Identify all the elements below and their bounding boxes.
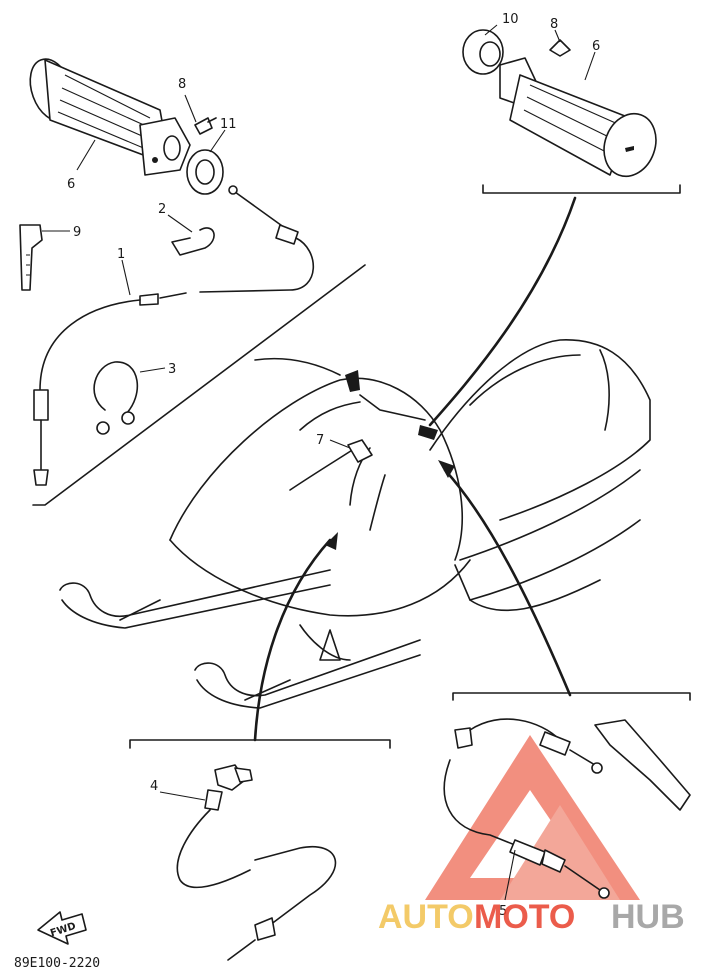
callout-10: 10 [502, 12, 519, 27]
fwd-arrow: FWD [37, 911, 87, 945]
left-grip [29, 58, 191, 176]
brake-cable-lever [443, 718, 691, 899]
throttle-cable [33, 185, 315, 486]
snowmobile-body [59, 339, 651, 709]
choke-cable [176, 764, 337, 961]
left-collar [186, 149, 224, 195]
svg-text:AUTO: AUTO [378, 898, 474, 936]
callout-8-left: 8 [178, 77, 186, 92]
diagram-code: 89E100-2220 [14, 956, 100, 971]
svg-text:MOTO: MOTO [474, 898, 575, 936]
callout-8-right: 8 [550, 17, 558, 32]
callout-5: 5 [499, 904, 507, 919]
leader-arrows [253, 196, 577, 742]
callout-2: 2 [158, 202, 166, 217]
right-detail-panel [482, 184, 681, 194]
watermark-text: AUTO MOTO HUB [378, 898, 685, 936]
callout-3: 3 [168, 362, 176, 377]
left-detail-panel [32, 264, 366, 506]
callout-9: 9 [73, 225, 81, 240]
lanyard-key [19, 224, 43, 291]
right-bolt [549, 39, 571, 57]
left-bolt [194, 117, 217, 135]
cable-clamp [93, 361, 139, 435]
callout-6-left: 6 [67, 177, 75, 192]
callout-4: 4 [150, 779, 158, 794]
right-grip [462, 29, 657, 178]
callout-6-right: 6 [592, 39, 600, 54]
watermark-logo-mark [425, 735, 640, 900]
callout-1: 1 [117, 247, 125, 262]
bottom-right-panel [452, 692, 691, 701]
bottom-left-panel [129, 739, 391, 749]
callout-11: 11 [220, 117, 237, 132]
callout-7: 7 [316, 433, 324, 448]
callout-leaders [42, 24, 596, 901]
cable-clip [171, 227, 215, 256]
svg-text:HUB: HUB [611, 898, 685, 936]
